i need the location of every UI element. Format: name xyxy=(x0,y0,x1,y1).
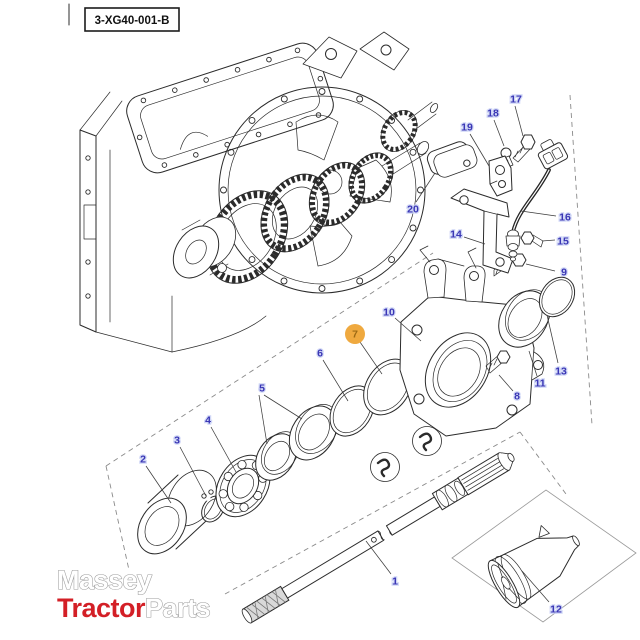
leader-line-20 xyxy=(415,172,436,203)
watermark-tractorparts: TractorParts xyxy=(57,593,210,623)
clamp-plate-part-20 xyxy=(426,141,478,178)
reference-label: 3-XG40-001-B xyxy=(68,3,180,32)
callout-2[interactable]: 2 xyxy=(139,452,148,467)
leader-line-16 xyxy=(520,210,557,217)
o-ring-part-13 xyxy=(538,276,576,318)
leader-line-15 xyxy=(541,239,556,242)
bracket-part-19 xyxy=(488,155,513,197)
sleeve-part-2 xyxy=(137,469,217,555)
clip-detail-circle xyxy=(412,426,442,456)
gear-cluster xyxy=(172,101,439,284)
leader-line-17 xyxy=(514,105,524,137)
leader-line-2 xyxy=(145,465,172,504)
callout-highlight-circle-7[interactable] xyxy=(345,324,365,344)
callout-15[interactable]: 15 xyxy=(556,234,570,249)
guard-cap-part-12 xyxy=(487,525,580,609)
callout-19[interactable]: 19 xyxy=(460,120,474,135)
callout-5[interactable]: 5 xyxy=(258,381,267,396)
leader-line-13 xyxy=(546,314,559,364)
leader-line-6 xyxy=(322,359,349,402)
bearing-housing-part-10 xyxy=(399,245,545,437)
leader-line-7 xyxy=(359,341,383,375)
callout-4[interactable]: 4 xyxy=(204,413,213,428)
callout-10[interactable]: 10 xyxy=(382,305,396,320)
bracket-part-14 xyxy=(450,188,514,274)
bearing-cone-part-5a xyxy=(255,431,300,481)
oil-pan-flange xyxy=(126,42,334,174)
leader-line-3 xyxy=(179,446,207,497)
plug-part-15 xyxy=(520,231,544,248)
callout-20[interactable]: 20 xyxy=(406,202,420,217)
leader-line-1 xyxy=(365,540,392,575)
leader-line-8 xyxy=(498,374,514,392)
callout-3[interactable]: 3 xyxy=(173,433,182,448)
leader-line-5 xyxy=(258,394,268,445)
leader-line-5 xyxy=(263,394,303,420)
leader-line-12 xyxy=(521,570,550,603)
bolt-part-8 xyxy=(485,350,511,374)
callout-16[interactable]: 16 xyxy=(558,210,572,225)
sensor-wire-part-16 xyxy=(505,139,569,262)
pto-shaft-part-1 xyxy=(241,452,515,624)
callout-12[interactable]: 12 xyxy=(549,602,563,617)
callout-1[interactable]: 1 xyxy=(391,574,400,589)
watermark-logo: Massey TractorParts xyxy=(56,564,211,623)
leader-line-11 xyxy=(528,350,538,377)
construction-guides xyxy=(105,94,637,623)
clip-detail-circle xyxy=(370,452,400,482)
callout-14[interactable]: 14 xyxy=(449,227,463,242)
leader-line-9 xyxy=(525,263,556,272)
leader-line-18 xyxy=(493,119,505,147)
leader-line-4 xyxy=(210,426,237,473)
watermark-massey: Massey xyxy=(57,565,152,595)
callout-18[interactable]: 18 xyxy=(486,106,500,121)
callout-17[interactable]: 17 xyxy=(509,92,523,107)
leader-lines xyxy=(145,105,559,603)
callout-13[interactable]: 13 xyxy=(554,364,568,379)
callout-9[interactable]: 9 xyxy=(560,265,569,280)
reference-label-box xyxy=(84,7,180,32)
leader-line-10 xyxy=(394,317,422,342)
transmission-housing xyxy=(79,31,439,353)
reference-label-text: 3-XG40-001-B xyxy=(95,15,170,27)
callout-7[interactable]: 7 xyxy=(352,329,358,341)
bolt-part-17 xyxy=(512,134,536,163)
leader-line-19 xyxy=(469,133,490,167)
callout-6[interactable]: 6 xyxy=(316,346,325,361)
seal-cup-part-11 xyxy=(498,289,551,348)
callout-8[interactable]: 8 xyxy=(513,389,522,404)
callout-11[interactable]: 11 xyxy=(533,376,547,391)
leader-line-14 xyxy=(463,236,486,245)
